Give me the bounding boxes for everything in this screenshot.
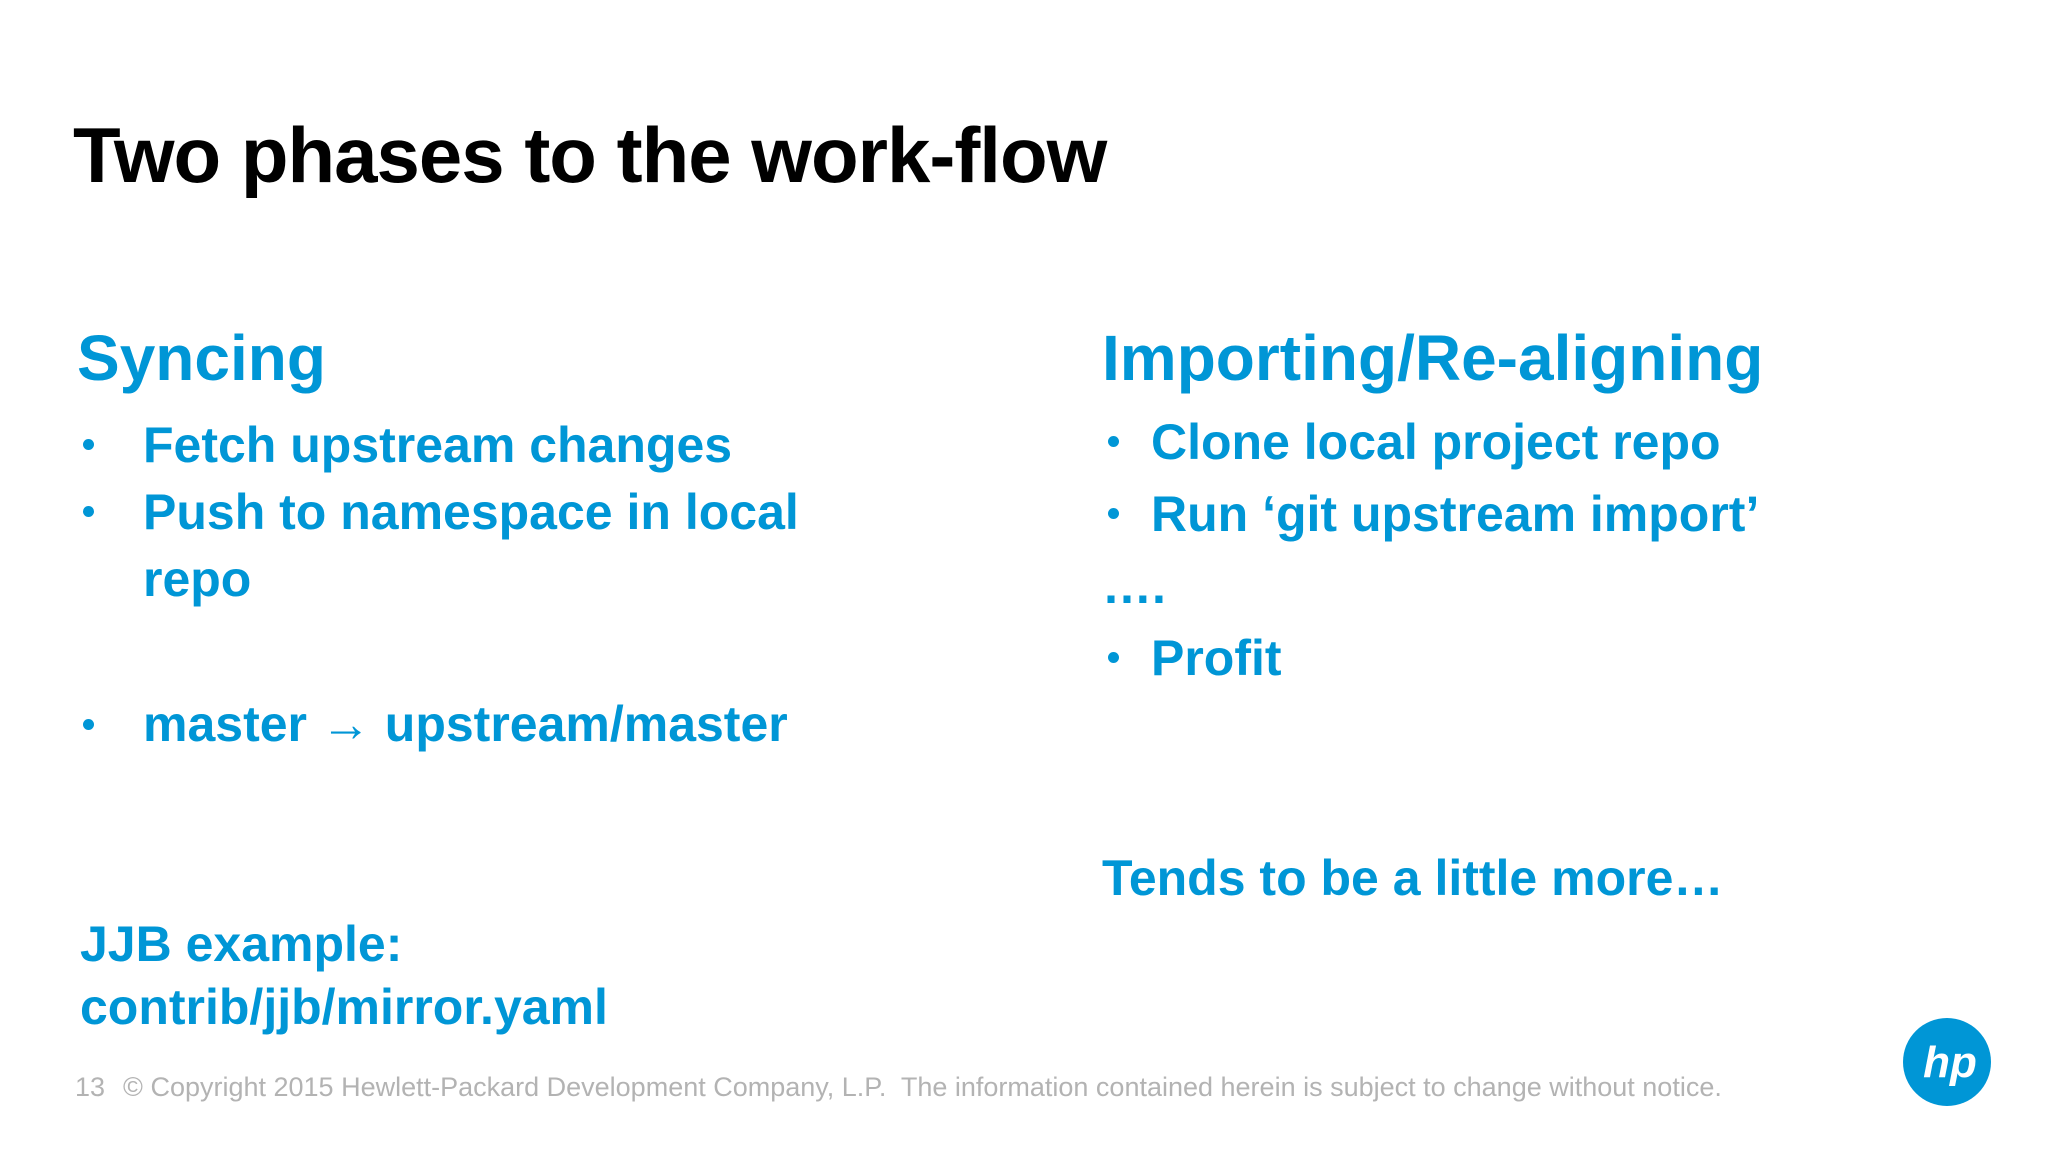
footer: 13 © Copyright 2015 Hewlett-Packard Deve… [75, 1072, 1722, 1102]
bullet-dot-icon [1108, 436, 1119, 447]
bullet-item-label: master → upstream/master [143, 696, 788, 752]
bullet-dot-icon [83, 439, 94, 450]
bullet-item-label: Fetch upstream changes [143, 417, 733, 473]
hp-logo-text: hp [1923, 1038, 1977, 1087]
copyright-text: © Copyright 2015 Hewlett-Packard Develop… [123, 1072, 1722, 1102]
jjb-example-block: JJB example: contrib/jjb/mirror.yaml [80, 913, 608, 1039]
bullet-item: Run ‘git upstream import’ [1102, 478, 1922, 550]
hp-logo: hp [1903, 1018, 1991, 1106]
bullet-item: Clone local project repo [1102, 406, 1922, 478]
bullet-item-label: Run ‘git upstream import’ [1151, 486, 1760, 542]
left-bullet-list: Fetch upstream changes Push to namespace… [77, 412, 837, 613]
bullet-item: master → upstream/master [77, 691, 837, 758]
tends-note: Tends to be a little more… [1102, 850, 1724, 906]
right-column-heading: Importing/Re-aligning [1102, 322, 1764, 395]
bullet-item-label: Profit [1151, 630, 1282, 686]
right-bullet-list: Clone local project repo Run ‘git upstre… [1102, 406, 1922, 694]
bullet-dot-icon [83, 719, 94, 730]
bullet-dot-icon [1108, 508, 1119, 519]
page-number: 13 [75, 1072, 106, 1102]
ellipsis-line: …. [1102, 558, 1166, 614]
bullet-item: Push to namespace in local repo [77, 479, 837, 613]
hp-logo-circle [1903, 1018, 1991, 1106]
bullet-item-label: Push to namespace in local repo [143, 484, 799, 607]
left-column-heading: Syncing [77, 322, 326, 395]
slide-title: Two phases to the work-flow [73, 111, 1107, 200]
bullet-item: Fetch upstream changes [77, 412, 837, 479]
jjb-example-label: JJB example: [80, 916, 403, 972]
bullet-dot-icon [83, 506, 94, 517]
bullet-item: Profit [1102, 622, 1922, 694]
bullet-item-label: Clone local project repo [1151, 414, 1721, 470]
master-bullet-list: master → upstream/master [77, 691, 837, 758]
bullet-dot-icon [1108, 652, 1119, 663]
jjb-example-path: contrib/jjb/mirror.yaml [80, 979, 608, 1035]
